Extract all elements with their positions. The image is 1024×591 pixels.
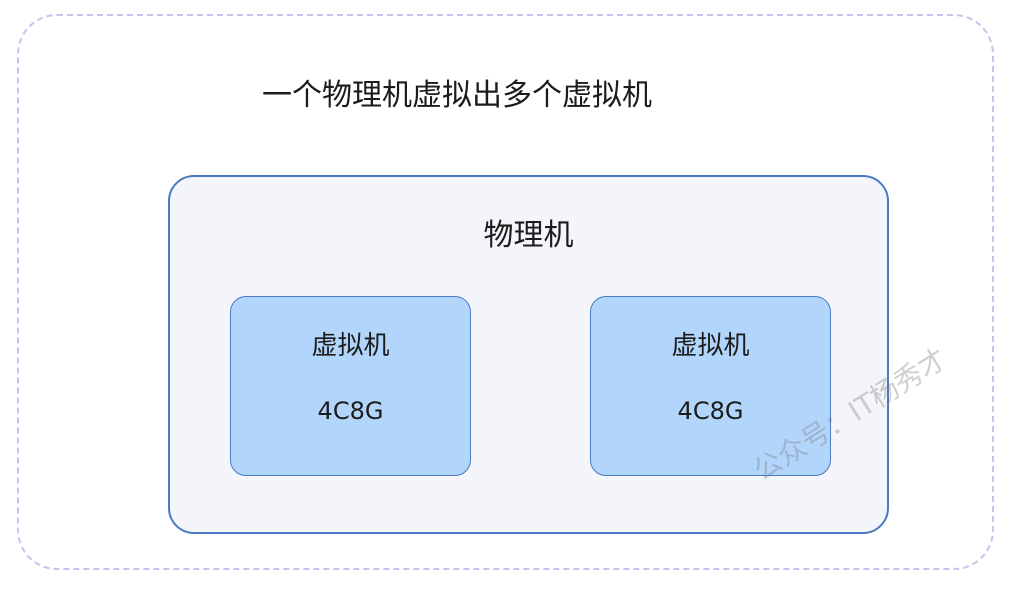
virtual-machine-spec: 4C8G [317, 397, 384, 425]
virtual-machine-box-2: 虚拟机 4C8G [590, 296, 831, 476]
virtual-machine-label: 虚拟机 [311, 331, 390, 361]
diagram-title: 一个物理机虚拟出多个虚拟机 [262, 78, 652, 113]
virtual-machine-spec: 4C8G [677, 397, 744, 425]
virtual-machine-box-1: 虚拟机 4C8G [230, 296, 471, 476]
outer-dashed-frame [17, 14, 994, 570]
virtual-machine-label: 虚拟机 [671, 331, 750, 361]
physical-machine-box: 物理机 虚拟机 4C8G 虚拟机 4C8G [168, 175, 889, 534]
physical-machine-label: 物理机 [483, 218, 574, 253]
